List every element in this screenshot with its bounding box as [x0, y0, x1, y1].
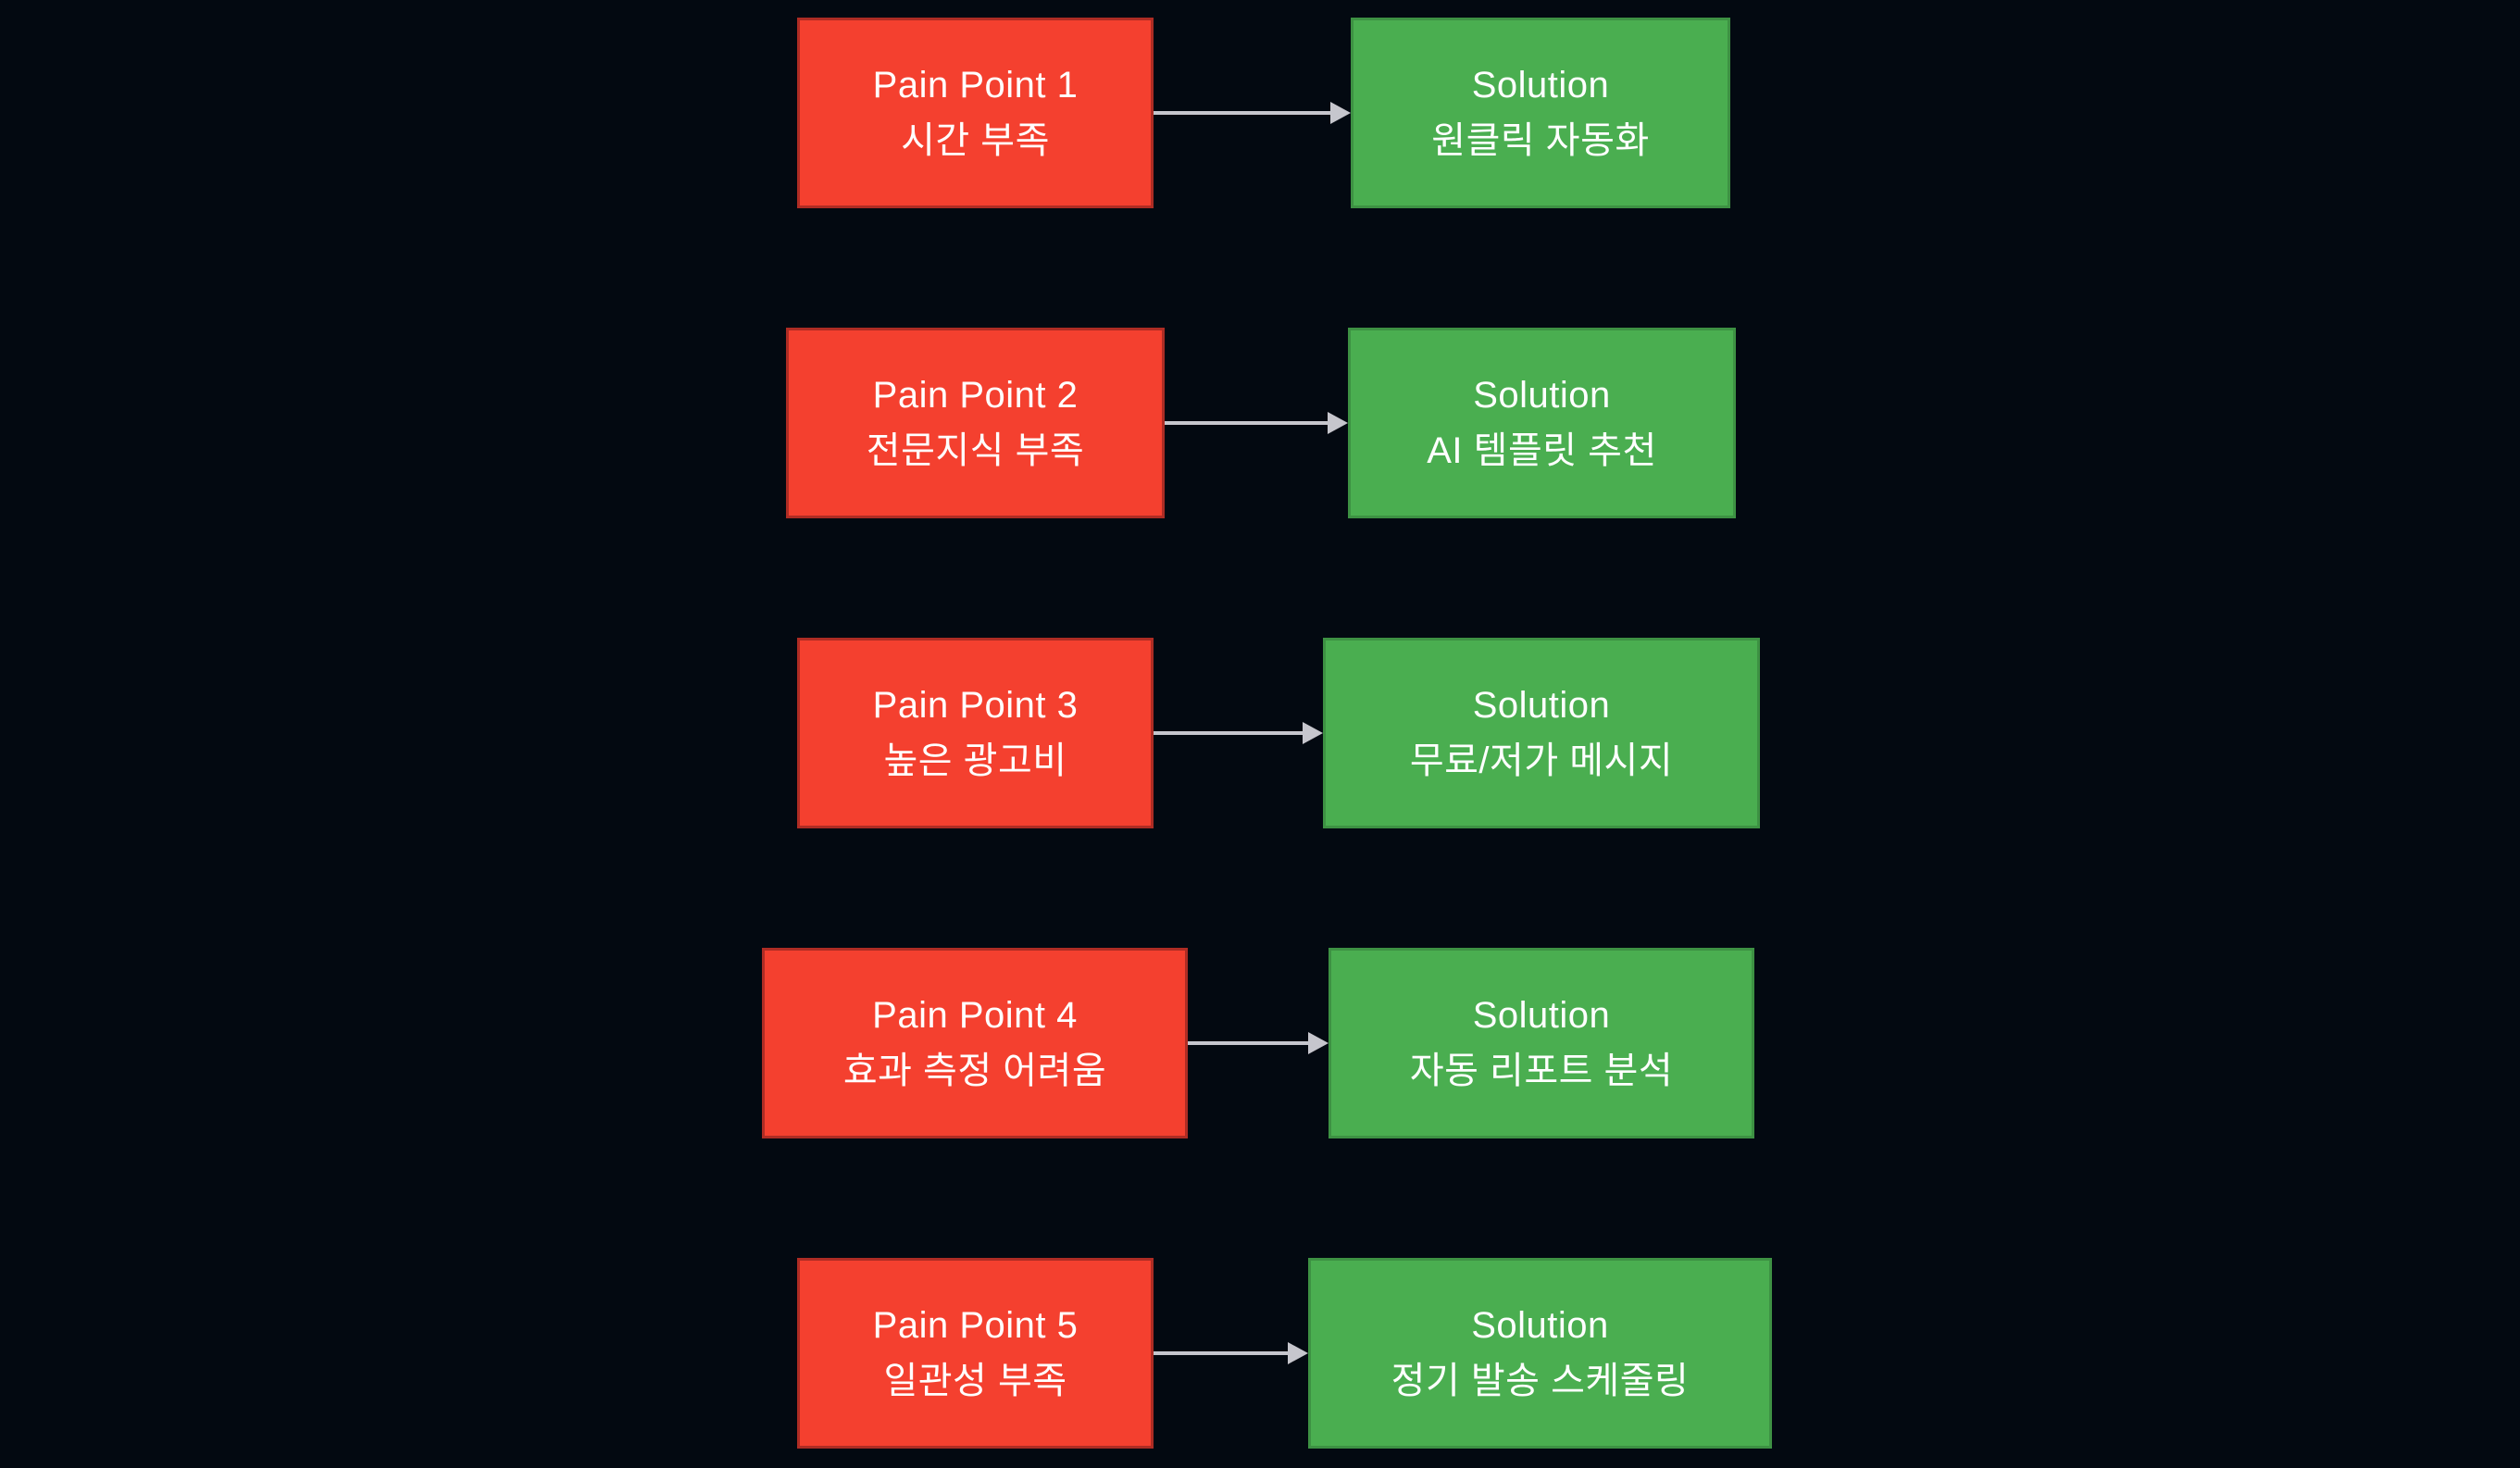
pain-point-title: Pain Point 5	[872, 1305, 1079, 1346]
solution-subtitle: 자동 리포트 분석	[1409, 1051, 1674, 1091]
solution-3-box: Solution 무료/저가 메시지	[1323, 638, 1760, 828]
arrow-line	[1165, 421, 1331, 425]
pain-point-1-box: Pain Point 1 시간 부족	[797, 18, 1154, 208]
pain-point-subtitle: 전문지식 부족	[866, 430, 1085, 471]
right-arrow-icon	[1165, 412, 1348, 434]
pain-point-subtitle: 효과 측정 어려움	[842, 1051, 1107, 1091]
arrow-head	[1308, 1032, 1329, 1054]
solution-subtitle: 정기 발송 스케줄링	[1391, 1361, 1690, 1401]
pain-point-2-box: Pain Point 2 전문지식 부족	[786, 328, 1165, 518]
right-arrow-icon	[1188, 1032, 1329, 1054]
solution-title: Solution	[1473, 375, 1611, 416]
right-arrow-icon	[1154, 102, 1351, 124]
solution-subtitle: 원클릭 자동화	[1431, 120, 1650, 161]
right-arrow-icon	[1154, 1342, 1308, 1364]
pain-point-4-box: Pain Point 4 효과 측정 어려움	[762, 948, 1188, 1138]
solution-title: Solution	[1471, 1305, 1609, 1346]
solution-1-box: Solution 원클릭 자동화	[1351, 18, 1730, 208]
solution-subtitle: AI 템플릿 추천	[1427, 430, 1657, 471]
solution-subtitle: 무료/저가 메시지	[1409, 740, 1674, 781]
arrow-line	[1154, 111, 1334, 115]
arrow-head	[1328, 412, 1348, 434]
right-arrow-icon	[1154, 722, 1323, 744]
pain-point-title: Pain Point 3	[872, 685, 1079, 726]
arrow-line	[1154, 1351, 1291, 1355]
pain-point-3-box: Pain Point 3 높은 광고비	[797, 638, 1154, 828]
arrow-line	[1154, 731, 1306, 735]
solution-title: Solution	[1471, 65, 1610, 106]
pain-point-subtitle: 높은 광고비	[883, 740, 1067, 781]
pain-point-subtitle: 일관성 부족	[883, 1361, 1067, 1401]
solution-title: Solution	[1472, 685, 1611, 726]
solution-title: Solution	[1472, 995, 1611, 1036]
arrow-head	[1330, 102, 1351, 124]
solution-4-box: Solution 자동 리포트 분석	[1329, 948, 1754, 1138]
arrow-line	[1188, 1041, 1312, 1045]
pain-point-5-box: Pain Point 5 일관성 부족	[797, 1258, 1154, 1449]
pain-point-subtitle: 시간 부족	[901, 120, 1050, 161]
pain-point-title: Pain Point 1	[872, 65, 1079, 106]
arrow-head	[1303, 722, 1323, 744]
solution-2-box: Solution AI 템플릿 추천	[1348, 328, 1736, 518]
pain-point-title: Pain Point 2	[872, 375, 1079, 416]
arrow-head	[1288, 1342, 1308, 1364]
solution-5-box: Solution 정기 발송 스케줄링	[1308, 1258, 1772, 1449]
pain-point-title: Pain Point 4	[872, 995, 1078, 1036]
